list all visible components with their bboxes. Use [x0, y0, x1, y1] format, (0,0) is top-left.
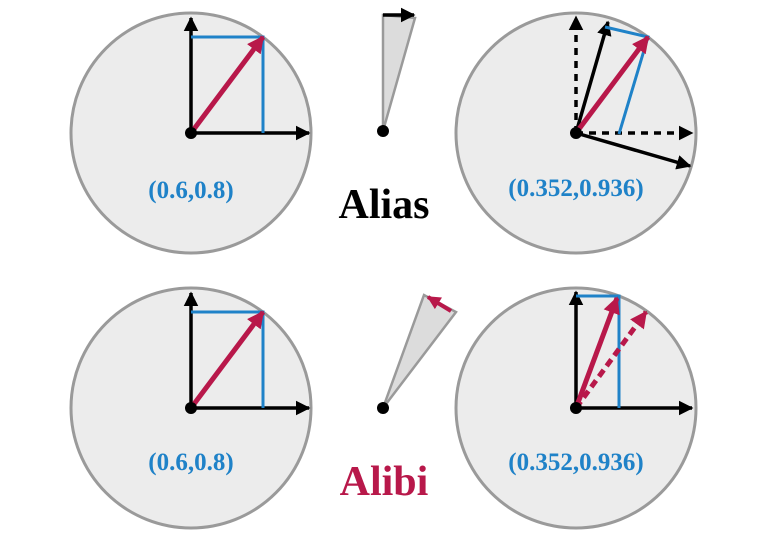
projection-lines	[576, 294, 621, 408]
wedge-shape	[381, 13, 417, 132]
rotated-x-axis	[575, 131, 692, 170]
coordinate-label: (0.6,0.8)	[148, 449, 233, 476]
panel-bottom-left: (0.6,0.8)	[69, 286, 313, 530]
coordinate-label: (0.6,0.8)	[148, 177, 233, 204]
origin-dot	[570, 402, 582, 414]
rotated-y-axis	[574, 20, 612, 134]
vector-arrow	[574, 35, 650, 135]
origin-dot	[570, 127, 582, 139]
rotation-arrow	[426, 295, 453, 313]
alias-rotation-wedge	[377, 7, 417, 137]
original-vector-dashed	[573, 310, 649, 410]
alibi-rotation-wedge	[377, 293, 458, 414]
coordinate-label: (0.352,0.936)	[508, 175, 643, 202]
origin-dot	[185, 127, 197, 139]
pivot-dot	[377, 125, 389, 137]
pivot-dot	[377, 402, 389, 414]
origin-dot	[185, 402, 197, 414]
panel-top-left: (0.6,0.8)	[69, 11, 313, 255]
wedge-shape	[381, 293, 458, 409]
alibi-label: Alibi	[340, 459, 429, 505]
rotated-vector-arrow	[573, 296, 620, 409]
alias-label: Alias	[338, 182, 429, 228]
panel-bottom-right: (0.352,0.936)	[454, 286, 698, 530]
vector-arrow	[189, 35, 265, 135]
panel-top-right: (0.352,0.936)	[454, 11, 698, 255]
coordinate-label: (0.352,0.936)	[508, 449, 643, 476]
vector-arrow	[189, 310, 265, 410]
